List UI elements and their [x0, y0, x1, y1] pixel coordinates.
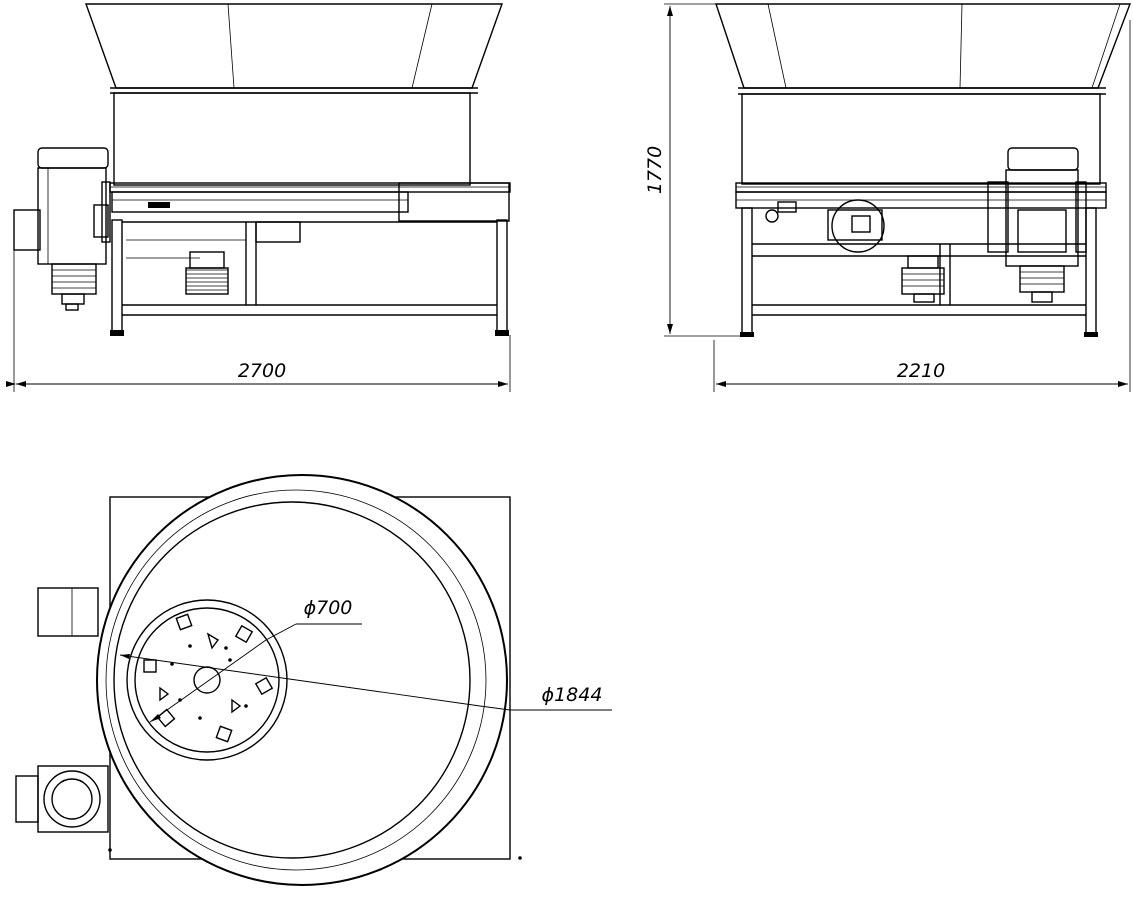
top-outer-ring [96, 474, 508, 886]
top-rotor-outer [126, 599, 288, 761]
front-view: 2700 [6, 3, 511, 392]
side-pulley [831, 199, 885, 253]
dim-side-height: 1770 [644, 146, 666, 194]
top-view: ϕ700 ϕ1844 [15, 474, 612, 886]
front-side-box [398, 182, 510, 222]
dim-side-width: 2210 [897, 360, 945, 382]
top-motor-upper [37, 587, 99, 637]
top-inner-bowl [113, 501, 471, 859]
side-body [741, 93, 1101, 185]
dim-front-width: 2700 [238, 360, 286, 382]
front-hopper [85, 3, 503, 89]
top-motor-lower [37, 765, 109, 833]
side-motor [987, 147, 1087, 303]
side-hopper [715, 3, 1132, 89]
front-body [113, 92, 471, 186]
top-rotor [134, 607, 280, 753]
side-view: 1770 2210 [644, 3, 1132, 392]
dim-outer-diameter: ϕ1844 [542, 684, 603, 706]
front-spring [185, 267, 229, 295]
front-motor [13, 147, 111, 311]
dim-inner-diameter: ϕ700 [304, 597, 353, 619]
